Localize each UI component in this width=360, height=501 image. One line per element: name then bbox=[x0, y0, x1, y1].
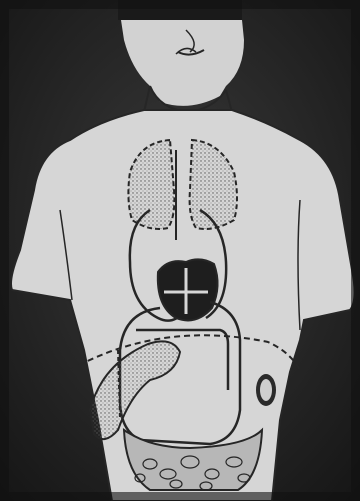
kidney bbox=[256, 374, 276, 406]
heart bbox=[158, 259, 218, 320]
